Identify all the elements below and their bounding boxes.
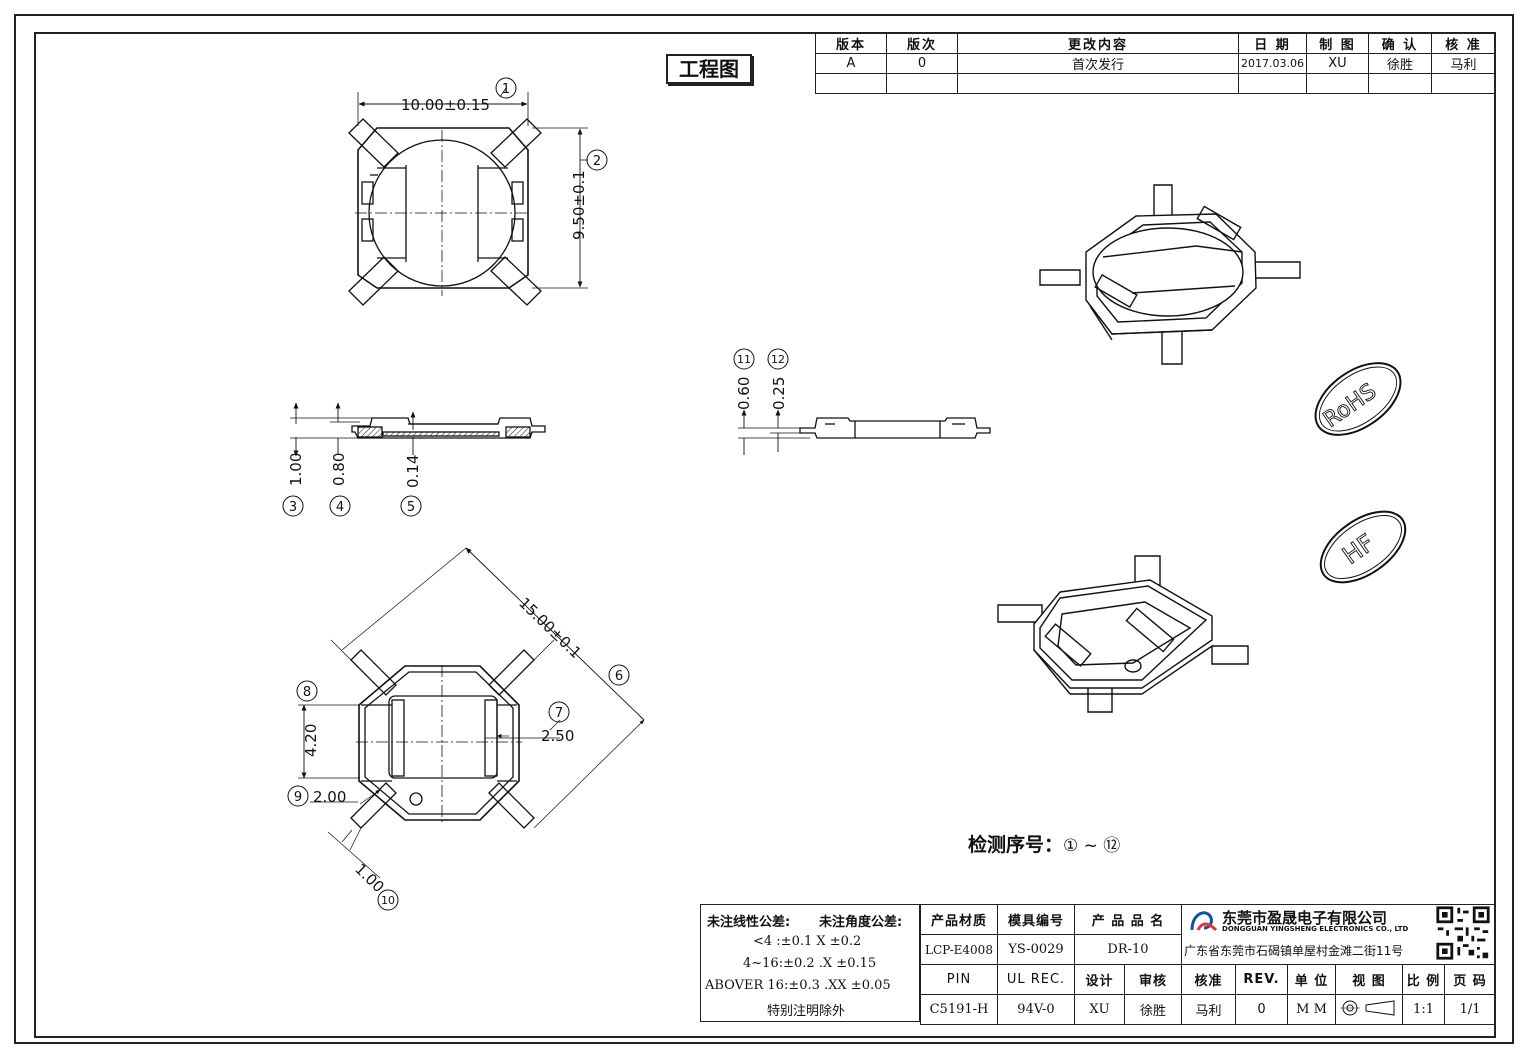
- dim-side-a: 0.60: [735, 377, 753, 410]
- design-header: 设计: [1074, 964, 1125, 995]
- ul-value: 94V-0: [997, 994, 1075, 1025]
- tab-top-left: [348, 118, 399, 168]
- hf-badge: [1319, 510, 1407, 584]
- pin-value: C5191-H: [920, 994, 998, 1025]
- qr-code-icon: [1435, 905, 1491, 961]
- table-row: A 0 首次发行 2017.03.06 XU 徐胜 马利: [815, 53, 1496, 74]
- front-view: [738, 409, 991, 455]
- isometric-top-view: [1039, 184, 1301, 365]
- drawing-title: 工程图: [666, 54, 752, 84]
- projection-symbol-cell: [1335, 994, 1404, 1025]
- tolerance-note: 特别注明除外: [767, 1004, 846, 1019]
- tolerance-box: 未注线性公差: 未注角度公差: <4 :±0.1 X ±0.2 4~16:±0.…: [700, 904, 920, 1022]
- revision-table: 版本 版次 更改内容 日 期 制 图 确 认 核 准 A 0 首次发行 2017…: [815, 33, 1496, 94]
- company-address: 广东省东莞市石碣镇单屋村金滩二街11号: [1184, 944, 1404, 958]
- balloon-label: 3: [289, 500, 297, 515]
- design-value: XU: [1074, 994, 1125, 1025]
- inner-frame: [34, 32, 1496, 1038]
- balloon-label: 5: [407, 500, 415, 515]
- scale-value: 1:1: [1402, 994, 1446, 1025]
- balloon-label: 1: [502, 82, 510, 97]
- view-header: 视 图: [1335, 964, 1404, 995]
- hf-text: HF: [1337, 529, 1379, 570]
- approve-header: 核准: [1181, 964, 1237, 995]
- company-logo-icon: [1190, 911, 1218, 932]
- dim-width: 10.00±0.15: [401, 96, 490, 114]
- tab-bottom-right: [490, 256, 542, 306]
- outer-frame: [14, 14, 1514, 1044]
- dim-thickness-body: 0.80: [330, 453, 348, 486]
- projection-symbol-icon: [1340, 999, 1395, 1016]
- material-header: 产品材质: [920, 904, 998, 935]
- body-outline: [357, 127, 529, 289]
- review-header: 审核: [1123, 964, 1183, 995]
- balloon-label: 12: [771, 353, 785, 366]
- dim-tab-width: 2.00: [313, 788, 346, 806]
- dim-thickness-floor: 0.14: [404, 455, 422, 488]
- balloon-label: 11: [737, 353, 751, 366]
- table-row: [815, 73, 1496, 94]
- rev-header-cell: 更改内容: [957, 33, 1239, 54]
- balloon-label: 10: [381, 894, 395, 907]
- inspection-note: 检测序号：① ~ ⑫: [968, 830, 1120, 857]
- tolerance-line-2: 4~16:±0.2 .X ±0.15: [743, 956, 877, 971]
- balloon-label: 7: [555, 706, 563, 721]
- dim-window-height: 4.20: [302, 724, 320, 757]
- rev-cell: 马利: [1431, 53, 1496, 74]
- rev-header: REV.: [1235, 964, 1289, 995]
- isometric-bottom-view: [997, 555, 1249, 713]
- review-value: 徐胜: [1123, 994, 1183, 1025]
- bottom-view: [298, 547, 645, 879]
- balloon-labels: 1 2 3 4 5 6 7 8 9 10 11 12: [289, 82, 785, 907]
- balloon-label: 6: [615, 669, 623, 684]
- tolerance-line-3: ABOVER 16:±0.3 .XX ±0.05: [705, 978, 891, 993]
- approve-value: 马利: [1181, 994, 1237, 1025]
- tolerance-line-1: <4 :±0.1 X ±0.2: [753, 934, 862, 949]
- mold-value: YS-0029: [997, 934, 1075, 965]
- product-value: DR-10: [1073, 934, 1183, 965]
- balloon-label: 4: [336, 500, 344, 515]
- balloons: [282, 77, 789, 911]
- balloon-label: 2: [593, 154, 601, 169]
- unit-value: M M: [1287, 994, 1337, 1025]
- side-section-view: [290, 402, 546, 457]
- title-block: 产品材质 模具编号 产 品 品 名 东莞市盈晟电子有限公司 DONGGUAN Y…: [920, 904, 1497, 1025]
- material-value: LCP-E4008: [920, 934, 998, 965]
- inspection-range: ① ~ ⑫: [1063, 836, 1121, 856]
- product-header: 产 品 品 名: [1073, 904, 1183, 935]
- dim-height: 9.50±0.1: [570, 170, 588, 240]
- unit-header: 单 位: [1287, 964, 1337, 995]
- company-name-en: DONGGUAN YINGSHENG ELECTRONICS CO., LTD: [1222, 925, 1409, 933]
- dim-thickness-total: 1.00: [287, 453, 305, 486]
- company-name: 东莞市盈晟电子有限公司: [1222, 909, 1388, 927]
- pin-header: PIN: [920, 964, 998, 995]
- rohs-badge: [1314, 362, 1402, 436]
- angle-tolerance-title: 未注角度公差:: [819, 915, 903, 930]
- rev-header-cell: 确 认: [1368, 33, 1432, 54]
- rev-header-cell: 核 准: [1431, 33, 1496, 54]
- ul-header: UL REC.: [997, 964, 1075, 995]
- dim-slot-width: 2.50: [541, 727, 574, 745]
- rev-header-cell: 版本: [815, 33, 887, 54]
- rev-cell: [1431, 73, 1496, 94]
- page-value: 1/1: [1444, 994, 1497, 1025]
- balloon-label: 8: [303, 685, 311, 700]
- linear-tolerance-title: 未注线性公差:: [707, 915, 791, 930]
- inspection-label: 检测序号：: [968, 834, 1064, 856]
- dim-tab-length: 1.00: [351, 860, 388, 896]
- top-view: [348, 87, 588, 306]
- balloon-label: 9: [294, 790, 302, 805]
- page-header: 页 码: [1444, 964, 1497, 995]
- rev-value: 0: [1235, 994, 1289, 1025]
- mold-header: 模具编号: [997, 904, 1075, 935]
- rev-cell: 2017.03.06: [1238, 53, 1307, 74]
- scale-header: 比 例: [1402, 964, 1446, 995]
- tab-top-right: [490, 118, 542, 168]
- dim-side-b: 0.25: [770, 377, 788, 410]
